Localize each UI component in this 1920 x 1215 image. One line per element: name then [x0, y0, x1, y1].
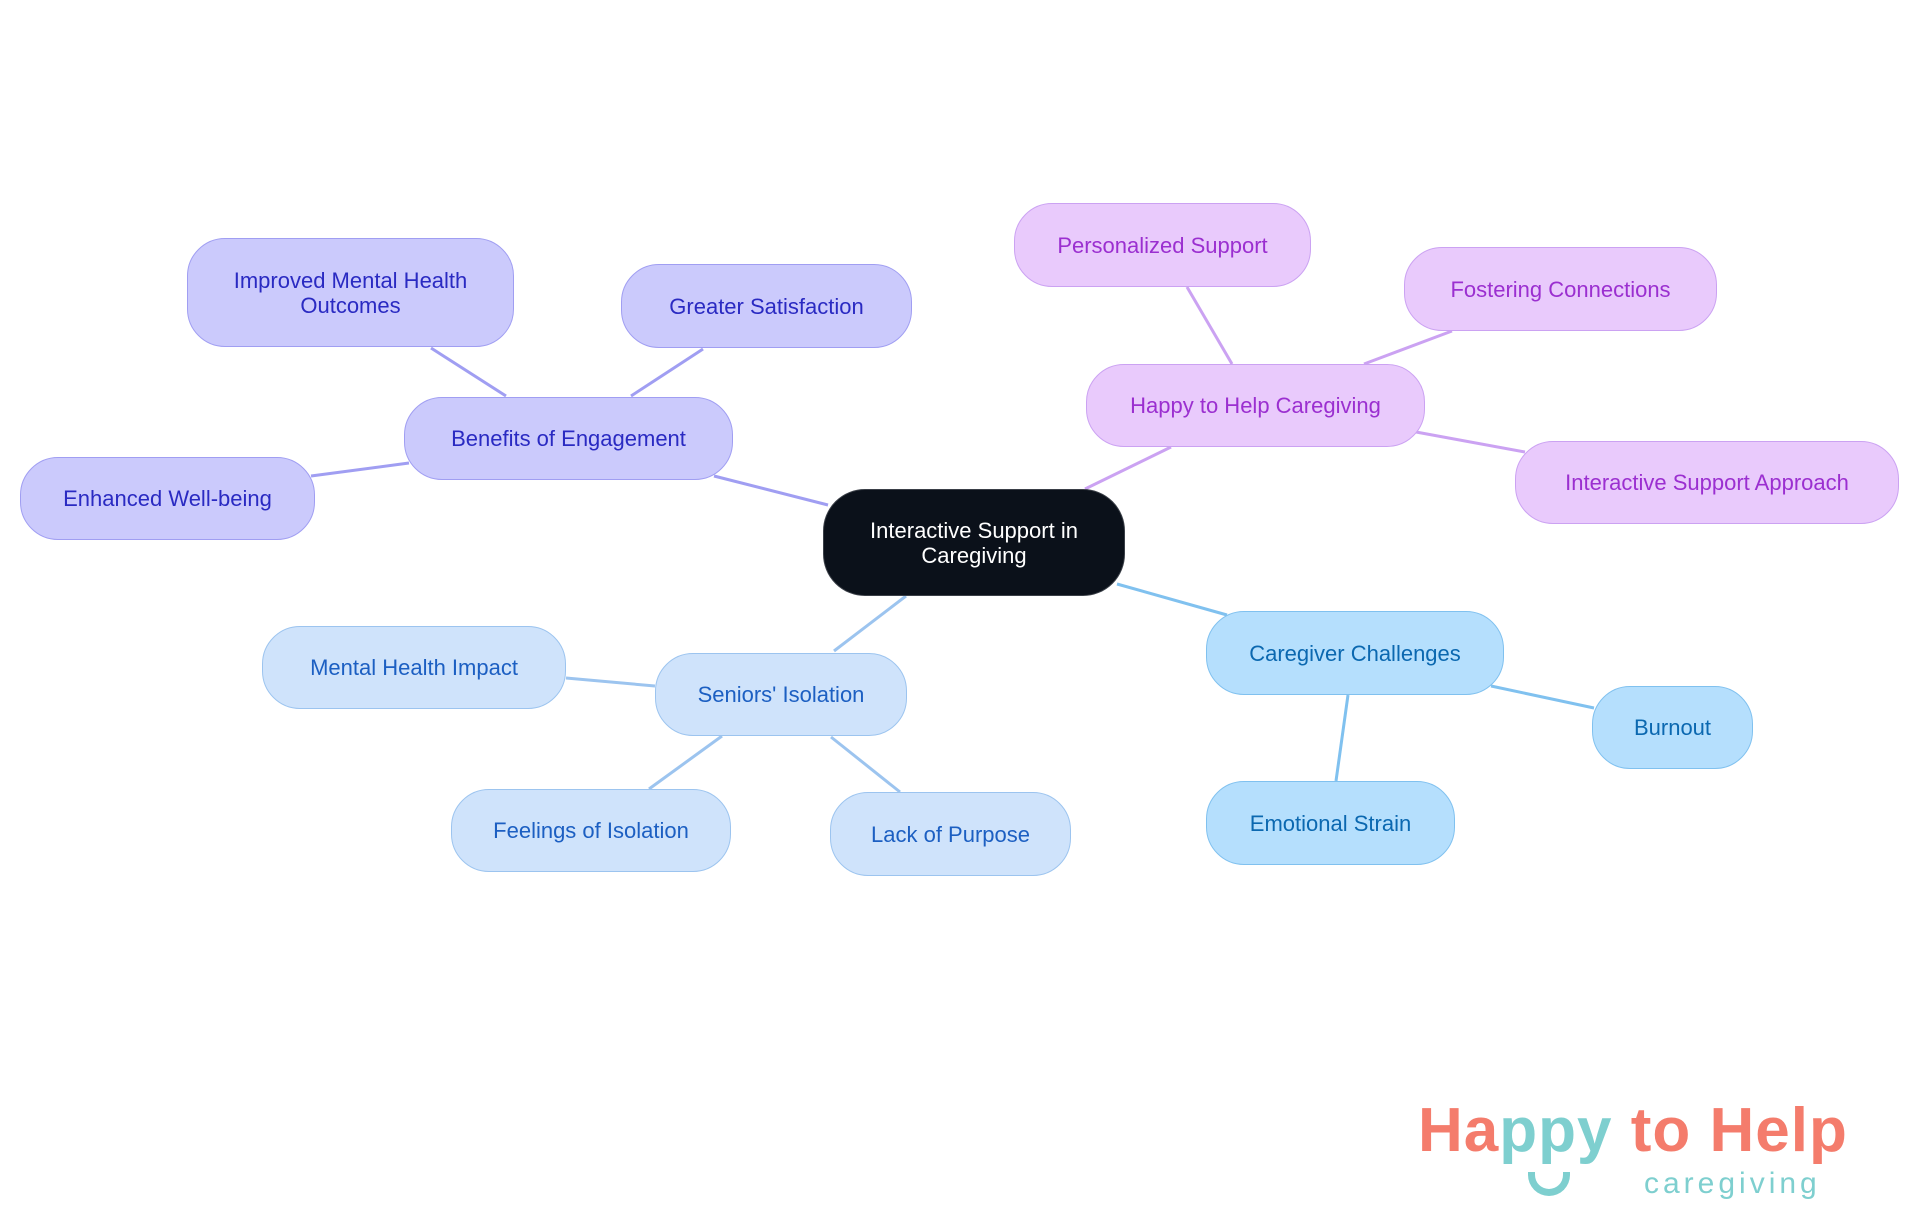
node-seniors-isolation[interactable]: Seniors' Isolation	[655, 653, 907, 736]
edge-challenges-emotional	[1334, 694, 1350, 782]
logo-text: to Help	[1612, 1096, 1848, 1165]
node-label: Interactive Support in Caregiving	[870, 517, 1078, 568]
node-label: Burnout	[1633, 715, 1712, 740]
node-label: Seniors' Isolation	[697, 682, 865, 707]
edge-engagement-greater	[630, 347, 704, 398]
node-label: Fostering Connections	[1450, 276, 1671, 302]
node-benefits-of-engagement[interactable]: Benefits of Engagement	[404, 397, 733, 480]
node-fostering-connections[interactable]: Fostering Connections	[1404, 247, 1717, 331]
node-label: Enhanced Well-being	[63, 486, 272, 511]
node-lack-of-purpose[interactable]: Lack of Purpose	[830, 792, 1071, 876]
node-burnout[interactable]: Burnout	[1592, 686, 1753, 769]
node-label: Lack of Purpose	[871, 821, 1030, 847]
edge-root-happy	[1084, 445, 1172, 491]
edge-isolation-lack	[830, 735, 901, 794]
node-label: Interactive Support Approach	[1565, 470, 1849, 495]
happy-to-help-logo: Happy to Help caregiving	[1418, 1100, 1888, 1204]
edge-isolation-mental	[565, 676, 656, 688]
node-enhanced-well-being[interactable]: Enhanced Well-being	[20, 457, 315, 540]
edge-root-challenges	[1116, 582, 1228, 617]
edge-isolation-feelings	[648, 734, 723, 791]
logo-text: ppy	[1499, 1096, 1613, 1165]
node-label: Feelings of Isolation	[493, 818, 689, 843]
edge-happy-personalized	[1185, 286, 1234, 365]
node-improved-mental-health[interactable]: Improved Mental Health Outcomes	[187, 238, 514, 347]
logo-text: Ha	[1418, 1096, 1500, 1165]
node-label: Greater Satisfaction	[669, 293, 864, 319]
edge-engagement-enhanced	[310, 461, 410, 478]
smile-icon	[1528, 1172, 1570, 1196]
node-label: Mental Health Impact	[310, 655, 518, 680]
node-emotional-strain[interactable]: Emotional Strain	[1206, 781, 1455, 865]
node-label: Caregiver Challenges	[1249, 640, 1461, 666]
edge-happy-interactive	[1415, 430, 1526, 454]
logo-subtitle: caregiving	[1644, 1167, 1821, 1200]
node-label: Benefits of Engagement	[451, 426, 686, 451]
node-label: Improved Mental Health Outcomes	[233, 267, 468, 318]
edge-engagement-improved	[430, 346, 507, 398]
node-label: Happy to Help Caregiving	[1130, 393, 1381, 418]
logo-wordmark: Happy to Help	[1418, 1100, 1848, 1162]
node-personalized-support[interactable]: Personalized Support	[1014, 203, 1311, 287]
node-interactive-support-approach[interactable]: Interactive Support Approach	[1515, 441, 1899, 524]
edge-root-isolation	[833, 594, 907, 653]
node-feelings-of-isolation[interactable]: Feelings of Isolation	[451, 789, 731, 872]
edge-challenges-burnout	[1490, 684, 1595, 710]
node-mental-health-impact[interactable]: Mental Health Impact	[262, 626, 566, 709]
node-root[interactable]: Interactive Support in Caregiving	[823, 489, 1125, 596]
edge-root-engagement	[713, 474, 829, 507]
node-greater-satisfaction[interactable]: Greater Satisfaction	[621, 264, 912, 348]
node-caregiver-challenges[interactable]: Caregiver Challenges	[1206, 611, 1504, 695]
node-label: Emotional Strain	[1249, 810, 1412, 836]
node-label: Personalized Support	[1057, 232, 1268, 258]
edge-happy-fostering	[1363, 329, 1453, 366]
node-happy-to-help-caregiving[interactable]: Happy to Help Caregiving	[1086, 364, 1425, 447]
